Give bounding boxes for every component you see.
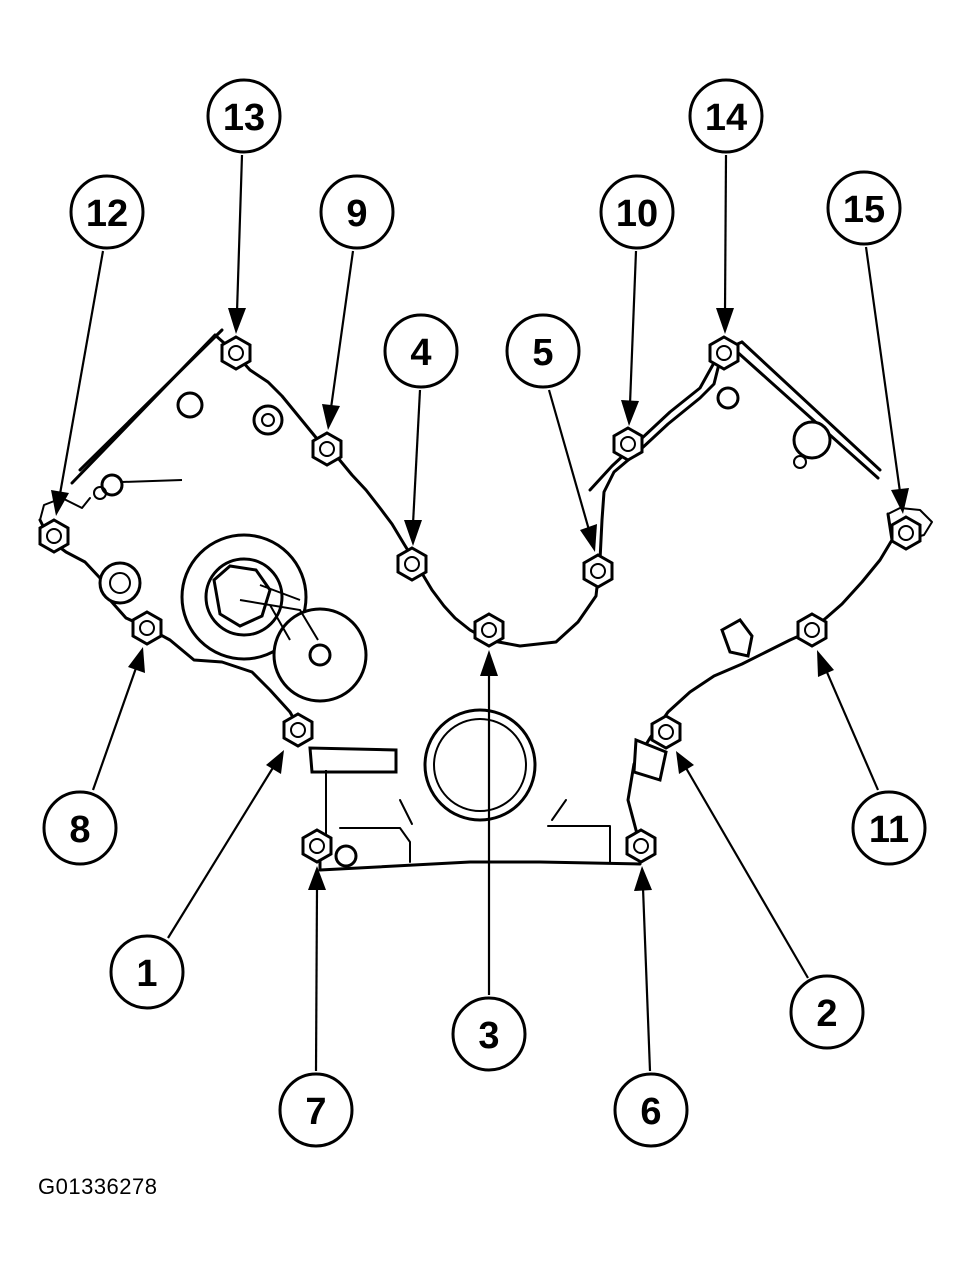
callout-10: 10 [599,174,675,250]
boss-left [98,561,142,605]
boss-right-upper [716,386,740,410]
idler-pulley-hub [308,643,332,667]
bolts [38,335,922,864]
callout-label: 6 [640,1091,661,1133]
callout-label: 9 [346,193,367,235]
callout-label: 13 [223,97,265,139]
leader-12 [58,250,105,495]
bolt-9 [311,431,343,467]
cover-details [93,386,832,868]
arrow-6 [634,866,652,891]
right-sensor [632,737,668,782]
leader-6 [641,887,652,1072]
callout-label: 7 [305,1091,326,1133]
arrow-9 [322,404,340,430]
figure-id: G01336278 [38,1174,158,1199]
arrow-13 [228,308,246,334]
callout-1: 1 [109,934,185,1010]
bolt-11 [796,612,828,648]
leader-7 [314,887,319,1072]
arrow-1 [266,750,284,774]
boss-right-lower [720,618,754,658]
callout-3: 3 [451,996,527,1072]
callout-label: 3 [478,1015,499,1057]
boss-left-mid [252,404,284,436]
leader-lines [51,154,909,1072]
arrow-4 [404,520,422,546]
leader-10 [628,250,638,405]
bolt-10 [612,426,644,462]
arrow-15 [891,488,909,514]
callout-label: 5 [532,332,553,374]
callout-9: 9 [319,174,395,250]
arrow-12 [51,490,69,516]
arrow-10 [621,400,639,426]
callout-label: 4 [410,332,431,374]
callout-label: 1 [136,953,157,995]
arrow-14 [716,308,734,334]
bolt-3 [473,612,505,648]
callout-label: 10 [616,193,658,235]
boss-left-lower [100,473,124,497]
callout-14: 14 [688,78,764,154]
bolt-12 [38,518,70,554]
leader-13 [235,154,244,313]
callout-11: 11 [851,790,927,866]
callout-label: 8 [69,809,90,851]
crankshaft-seal-inner [433,718,527,812]
leader-14 [723,154,728,313]
boss-right-mid [792,420,832,460]
leader-1 [167,765,275,939]
callout-5: 5 [505,313,581,389]
arrow-11 [817,650,834,677]
bolt-14 [708,335,740,371]
boss-left-upper [176,391,204,419]
bolt-13 [220,335,252,371]
bolt-1 [282,712,314,748]
callout-8: 8 [42,790,118,866]
bolt-6 [625,828,657,864]
sensor-end [334,844,358,868]
arrow-5 [580,524,597,552]
callout-6: 6 [613,1072,689,1148]
arrow-7 [308,866,326,890]
callout-2: 2 [789,974,865,1050]
leader-5 [547,389,591,531]
arrow-8 [128,647,145,673]
bolt-7 [301,828,333,864]
leader-2 [685,767,809,979]
sensor-rod [308,746,398,774]
crankshaft-seal-outer [423,708,537,822]
bolt-4 [396,546,428,582]
callouts: 1 2 3 4 5 6 7 8 9 10 11 12 13 14 15 [42,78,927,1148]
callout-12: 12 [69,174,145,250]
tensioner-body [212,564,272,628]
bolt-2 [650,714,682,750]
callout-label: 15 [843,189,885,231]
arrow-3 [480,650,498,676]
bolt-5 [582,553,614,589]
arrow-2 [676,751,694,774]
leader-4 [411,389,422,525]
leader-15 [864,246,902,493]
leader-11 [824,669,880,791]
leader-9 [329,250,355,409]
callout-label: 14 [705,97,747,139]
bolt-15 [890,515,922,551]
bolt-8 [131,610,163,646]
callout-label: 2 [816,993,837,1035]
callout-4: 4 [383,313,459,389]
callout-13: 13 [206,78,282,154]
callout-label: 12 [86,193,128,235]
callout-7: 7 [278,1072,354,1148]
leader-8 [91,667,138,791]
callout-label: 11 [869,809,909,851]
callout-15: 15 [826,170,902,246]
